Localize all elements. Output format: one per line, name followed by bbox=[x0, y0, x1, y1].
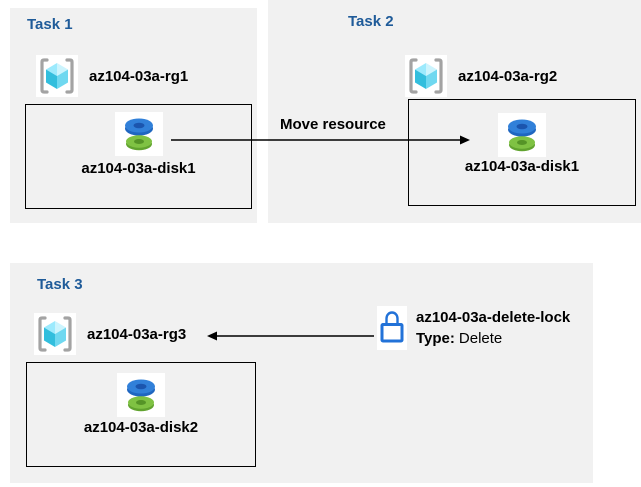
lock-type-value: Delete bbox=[458, 330, 503, 347]
disk-name: az104-03a-disk1 bbox=[464, 158, 580, 175]
task-3-title: Task 3 bbox=[37, 276, 83, 293]
task-1-resource-container: az104-03a-disk1 bbox=[25, 104, 252, 209]
delete-lock-callout: az104-03a-delete-lock Type:Delete bbox=[377, 306, 570, 350]
disk-icon bbox=[117, 373, 165, 417]
disk-icon bbox=[114, 112, 163, 156]
disk-name: az104-03a-disk1 bbox=[81, 160, 196, 177]
resource-group-icon bbox=[34, 313, 76, 355]
task-1-resource-group: az104-03a-rg1 bbox=[36, 55, 188, 97]
move-resource-label: Move resource bbox=[280, 116, 386, 133]
disk-icon bbox=[498, 113, 546, 157]
task-3-resource-group: az104-03a-rg3 bbox=[34, 313, 186, 355]
lock-icon bbox=[377, 306, 407, 350]
task-3-resource-container: az104-03a-disk2 bbox=[26, 362, 256, 467]
resource-group-name: az104-03a-rg1 bbox=[89, 67, 189, 85]
task-1-box: Task 1 az104-03a-rg1 bbox=[10, 8, 257, 223]
resource-group-name: az104-03a-rg3 bbox=[87, 325, 187, 343]
lock-type-label: Type: bbox=[416, 330, 455, 347]
delete-lock-text: az104-03a-delete-lock Type:Delete bbox=[416, 306, 570, 349]
resource-group-name: az104-03a-rg2 bbox=[458, 67, 558, 85]
task-2-resource-group: az104-03a-rg2 bbox=[405, 55, 557, 97]
task-1-title: Task 1 bbox=[27, 16, 73, 33]
task-3-box: Task 3 az104-03a-rg3 bbox=[10, 263, 593, 483]
task-2-title: Task 2 bbox=[348, 13, 394, 30]
task-2-box: Task 2 az104-03a-rg2 bbox=[268, 0, 641, 223]
delete-lock-name: az104-03a-delete-lock bbox=[416, 309, 571, 326]
resource-group-icon bbox=[36, 55, 78, 97]
disk-name: az104-03a-disk2 bbox=[83, 419, 199, 436]
resource-group-icon bbox=[405, 55, 447, 97]
delete-lock-type: Type:Delete bbox=[416, 328, 570, 349]
task-2-resource-container: az104-03a-disk1 bbox=[408, 99, 636, 206]
